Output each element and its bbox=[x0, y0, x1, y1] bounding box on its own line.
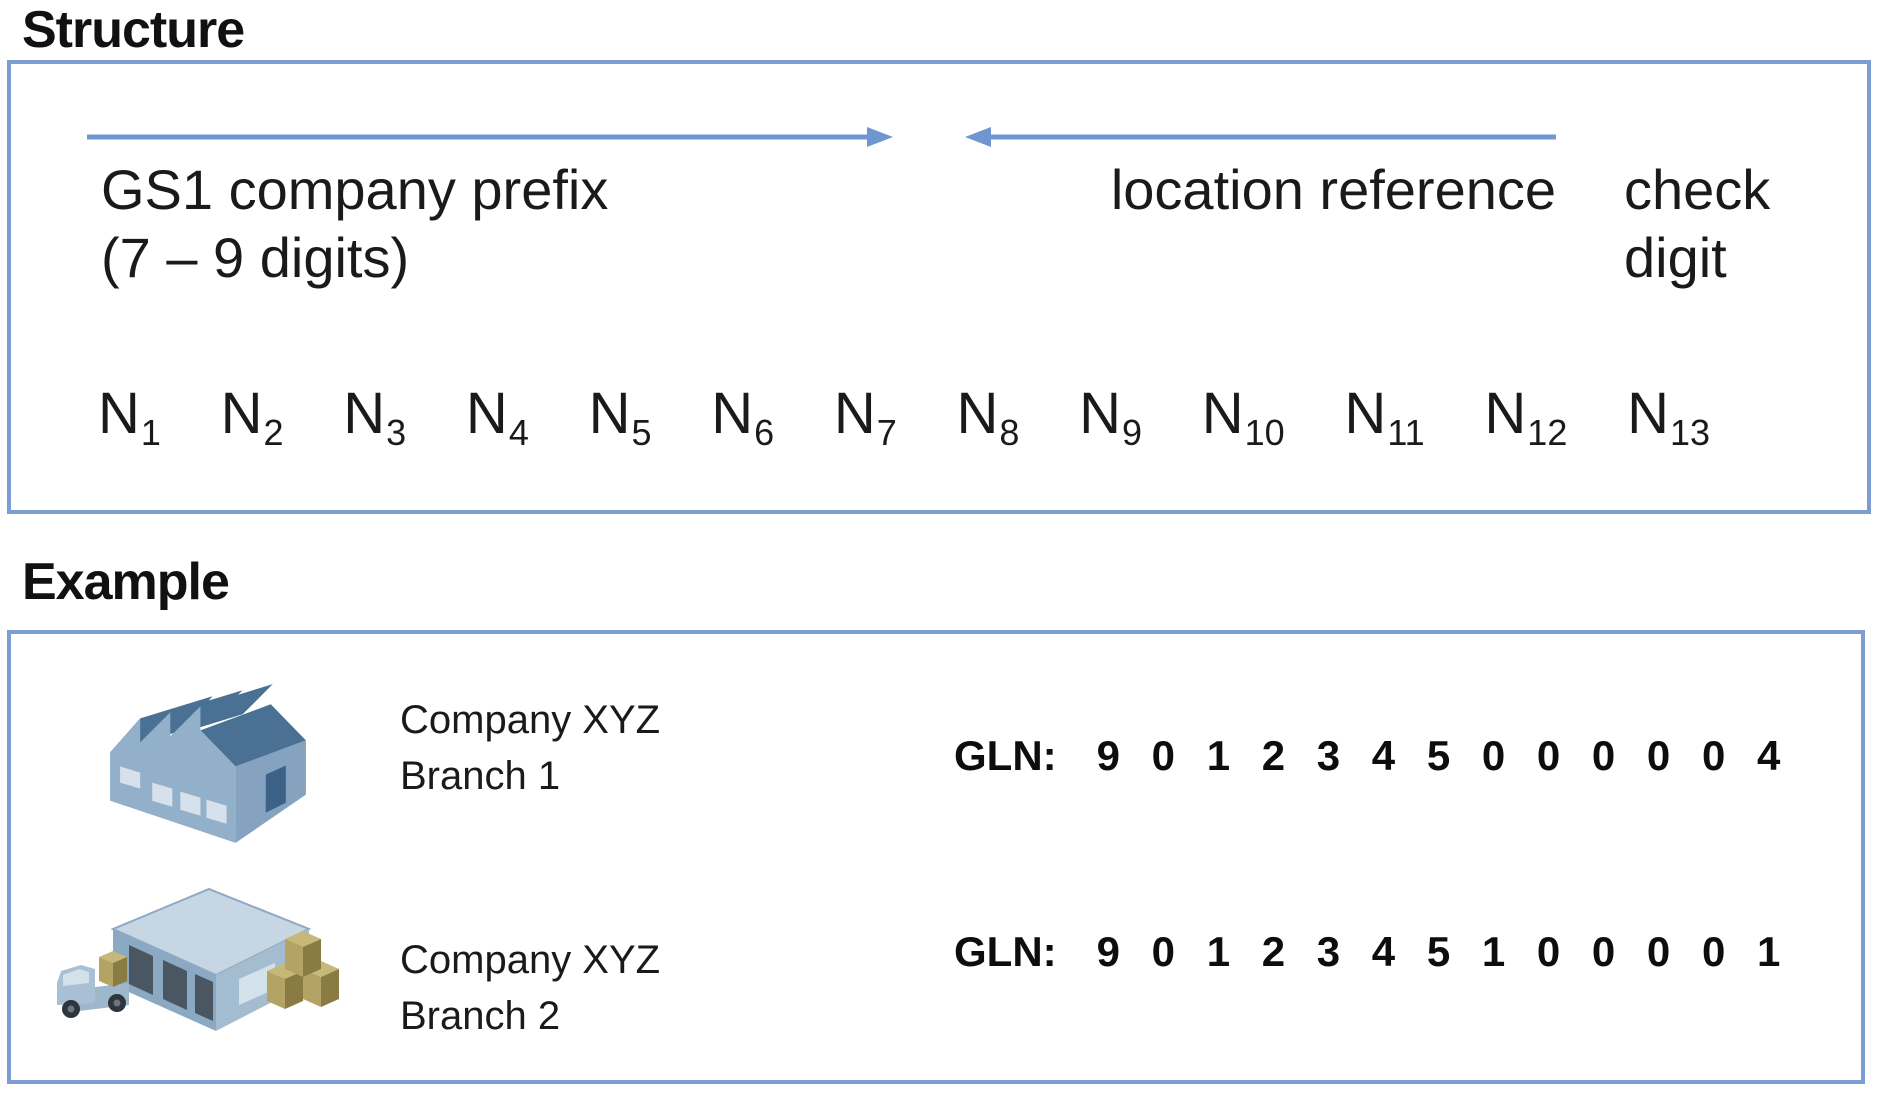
gln-digits: 9 0 1 2 3 4 5 0 0 0 0 0 4 bbox=[1096, 732, 1791, 779]
digit-cell-n10: N10 bbox=[1201, 381, 1285, 453]
digit-cell-n7: N7 bbox=[833, 381, 897, 453]
digit-cell-n4: N4 bbox=[465, 381, 529, 453]
location-reference-arrow bbox=[965, 127, 1556, 147]
digit-cell-n6: N6 bbox=[711, 381, 775, 453]
gln-value-branch-2: GLN: 9 0 1 2 3 4 5 1 0 0 0 0 1 bbox=[954, 928, 1790, 976]
structure-section-heading: Structure bbox=[22, 1, 245, 59]
warehouse-truck-icon bbox=[57, 887, 339, 1031]
location-reference-label: location reference bbox=[1110, 158, 1556, 221]
gln-value-branch-1: GLN: 9 0 1 2 3 4 5 0 0 0 0 0 4 bbox=[954, 732, 1790, 780]
example-box: Company XYZ Branch 1 GLN: 9 0 1 2 3 4 5 0… bbox=[7, 630, 1865, 1084]
example-section-heading: Example bbox=[22, 553, 230, 611]
digit-cell-n9: N9 bbox=[1079, 381, 1143, 453]
digit-cell-n13: N13 bbox=[1627, 381, 1710, 453]
digit-cell-n11: N11 bbox=[1344, 381, 1425, 453]
company-prefix-arrow bbox=[87, 127, 893, 147]
digit-cell-n3: N3 bbox=[343, 381, 407, 453]
digit-positions-row: N1 N2 N3 N4 N5 N6 N7 N8 N9 N10 N11 N12 N… bbox=[98, 381, 1710, 453]
span-arrows bbox=[87, 127, 1556, 147]
structure-box: GS1 company prefix (7 – 9 digits) locati… bbox=[7, 60, 1871, 514]
digit-cell-n5: N5 bbox=[588, 381, 652, 453]
gln-digits: 9 0 1 2 3 4 5 1 0 0 0 0 1 bbox=[1096, 928, 1791, 975]
check-digit-label: check digit bbox=[1624, 158, 1771, 289]
gln-label: GLN: bbox=[954, 732, 1057, 779]
company-label-branch-2: Company XYZ Branch 2 bbox=[400, 938, 661, 1038]
digit-cell-n8: N8 bbox=[956, 381, 1020, 453]
company-prefix-label: GS1 company prefix (7 – 9 digits) bbox=[101, 158, 609, 289]
company-label-branch-1: Company XYZ Branch 1 bbox=[400, 698, 661, 798]
factory-icon bbox=[110, 684, 306, 843]
digit-cell-n1: N1 bbox=[98, 381, 161, 453]
gln-label: GLN: bbox=[954, 928, 1057, 975]
digit-cell-n12: N12 bbox=[1484, 381, 1568, 453]
digit-cell-n2: N2 bbox=[220, 381, 284, 453]
